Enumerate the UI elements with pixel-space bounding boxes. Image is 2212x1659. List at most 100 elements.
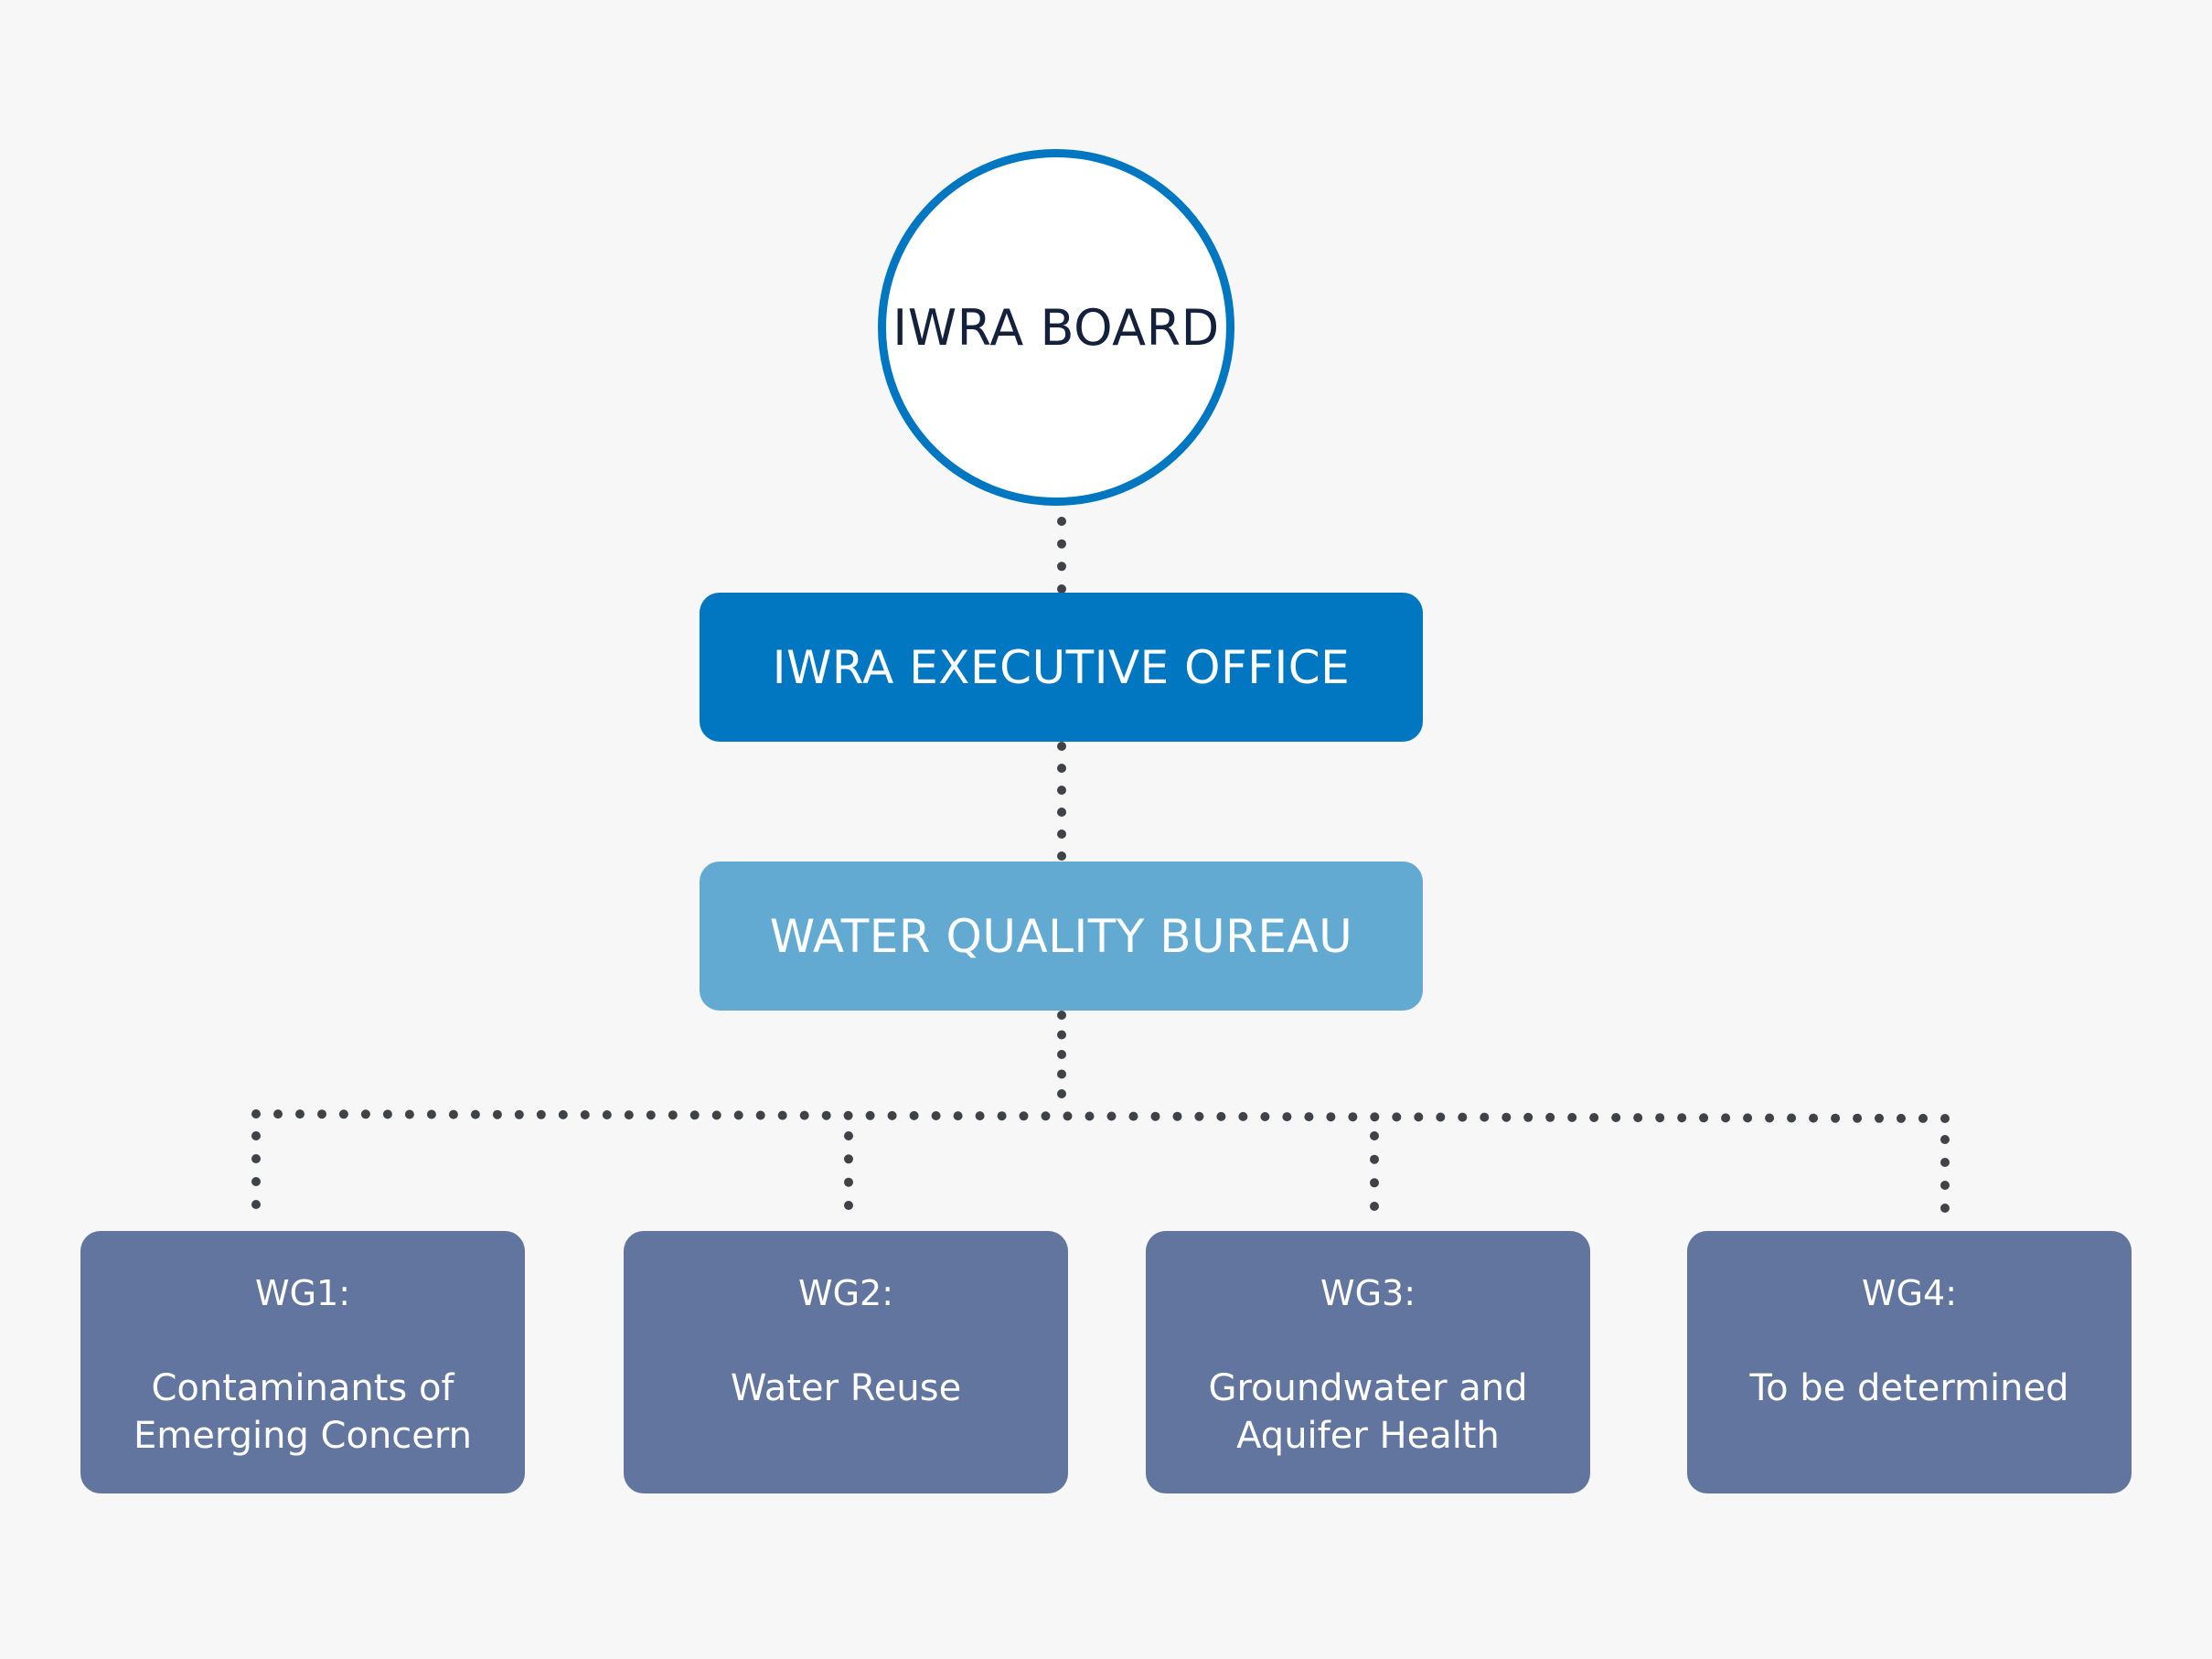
working-group-name: To be determined <box>1749 1367 2069 1409</box>
connector-dot <box>1940 1204 1950 1213</box>
connector-dot <box>1150 1111 1160 1121</box>
connector-dot <box>711 1110 721 1120</box>
board-title: IWRA BOARD <box>892 298 1220 357</box>
connector-dot <box>1304 1112 1314 1122</box>
connector-dot <box>1677 1113 1687 1123</box>
connector-dot <box>1057 584 1066 594</box>
connector-dot <box>844 1177 853 1187</box>
connector-dot <box>844 1201 853 1210</box>
connector-dot <box>1057 808 1066 817</box>
connector-dot <box>514 1109 524 1119</box>
connector-drop-wg3 <box>1370 1131 1379 1211</box>
connector-dot <box>865 1110 875 1120</box>
connector-dot <box>1282 1112 1292 1122</box>
connector-dot <box>646 1110 656 1120</box>
connector-dot <box>1918 1113 1928 1123</box>
connector-dot <box>1057 1011 1066 1020</box>
working-group-node-wg4: WG4: To be determined <box>1687 1231 2132 1493</box>
connector-dot <box>1765 1113 1775 1123</box>
connector-bureau-to-branch <box>1057 1011 1066 1098</box>
connector-dot <box>1370 1154 1379 1164</box>
connector-dot <box>470 1109 480 1119</box>
working-group-code: WG1: <box>255 1273 350 1313</box>
connector-dot <box>843 1110 853 1120</box>
connector-dot <box>1326 1112 1336 1122</box>
connector-dot <box>1589 1113 1599 1122</box>
connector-dot <box>1106 1111 1117 1121</box>
connector-dot <box>1655 1113 1665 1123</box>
connector-dot <box>1057 1069 1066 1079</box>
connector-dot <box>1633 1113 1643 1123</box>
executive-office-title: IWRA EXECUTIVE OFFICE <box>772 640 1351 694</box>
connector-drop-wg4 <box>1940 1135 1950 1213</box>
connector-dot <box>251 1154 261 1163</box>
connector-dot <box>689 1110 700 1120</box>
connector-dot <box>1458 1112 1468 1122</box>
connector-dot <box>1348 1112 1358 1122</box>
connector-dot <box>1057 1089 1066 1098</box>
connector-dot <box>1567 1112 1577 1122</box>
connector-dot <box>1940 1181 1950 1190</box>
connector-dot <box>755 1110 765 1120</box>
connector-dot <box>1875 1113 1884 1123</box>
connector-dot <box>602 1110 612 1119</box>
connector-dot <box>1238 1111 1248 1121</box>
working-group-code: WG4: <box>1862 1273 1957 1313</box>
connector-dot <box>273 1109 283 1119</box>
connector-dot <box>1809 1113 1819 1123</box>
connector-dot <box>1853 1113 1863 1123</box>
connector-dot <box>1787 1113 1797 1123</box>
board-node: IWRA BOARD <box>878 149 1234 506</box>
connector-dot <box>1897 1113 1906 1123</box>
connector-dot <box>1057 517 1066 526</box>
connector-dot <box>733 1110 743 1120</box>
connector-dot <box>1085 1111 1095 1121</box>
bureau-node: WATER QUALITY BUREAU <box>700 862 1423 1011</box>
connector-dot <box>887 1110 897 1120</box>
connector-dot <box>404 1109 414 1119</box>
connector-dot <box>1057 1050 1066 1059</box>
working-group-node-wg3: WG3: Groundwater and Aquifer Health <box>1146 1231 1590 1493</box>
working-group-name: Water Reuse <box>730 1367 962 1409</box>
connector-dot <box>1216 1111 1226 1121</box>
connector-dot <box>426 1109 436 1119</box>
working-group-name: Groundwater and Aquifer Health <box>1208 1367 1528 1457</box>
connector-dot <box>1743 1113 1753 1123</box>
connector-dot <box>1370 1112 1380 1122</box>
connector-dot <box>1545 1112 1555 1122</box>
connector-dot <box>1370 1178 1379 1188</box>
connector-dot <box>997 1111 1007 1121</box>
connector-dot <box>668 1110 678 1120</box>
connector-dot <box>844 1131 853 1140</box>
connector-dot <box>1041 1111 1051 1121</box>
connector-dot <box>1370 1202 1379 1211</box>
connector-dot <box>1721 1113 1731 1123</box>
connector-dot <box>251 1177 261 1186</box>
connector-executive-to-bureau <box>1057 742 1066 861</box>
connector-dot <box>1057 851 1066 861</box>
connector-dot <box>1057 1030 1066 1040</box>
connector-dot <box>1194 1111 1204 1121</box>
connector-dot <box>295 1109 305 1119</box>
connector-dot <box>1501 1112 1512 1122</box>
connector-dot <box>975 1111 985 1121</box>
connector-dot <box>1128 1111 1138 1121</box>
connector-dot <box>382 1109 392 1119</box>
connector-dot <box>1414 1112 1424 1122</box>
connector-dot <box>1260 1112 1270 1121</box>
connector-dot <box>909 1110 919 1120</box>
connector-dot <box>1172 1111 1182 1121</box>
connector-dot <box>1611 1113 1621 1122</box>
connector-dot <box>821 1110 831 1120</box>
connector-branch-line <box>251 1109 1950 1123</box>
working-group-node-wg2: WG2: Water Reuse <box>624 1231 1068 1493</box>
connector-dot <box>448 1109 458 1119</box>
executive-office-node: IWRA EXECUTIVE OFFICE <box>700 593 1423 742</box>
connector-dot <box>1370 1131 1379 1140</box>
connector-dot <box>931 1111 941 1120</box>
connector-dot <box>317 1109 326 1119</box>
working-group-name: Contaminants of Emerging Concern <box>134 1367 472 1457</box>
connector-dot <box>777 1110 787 1120</box>
